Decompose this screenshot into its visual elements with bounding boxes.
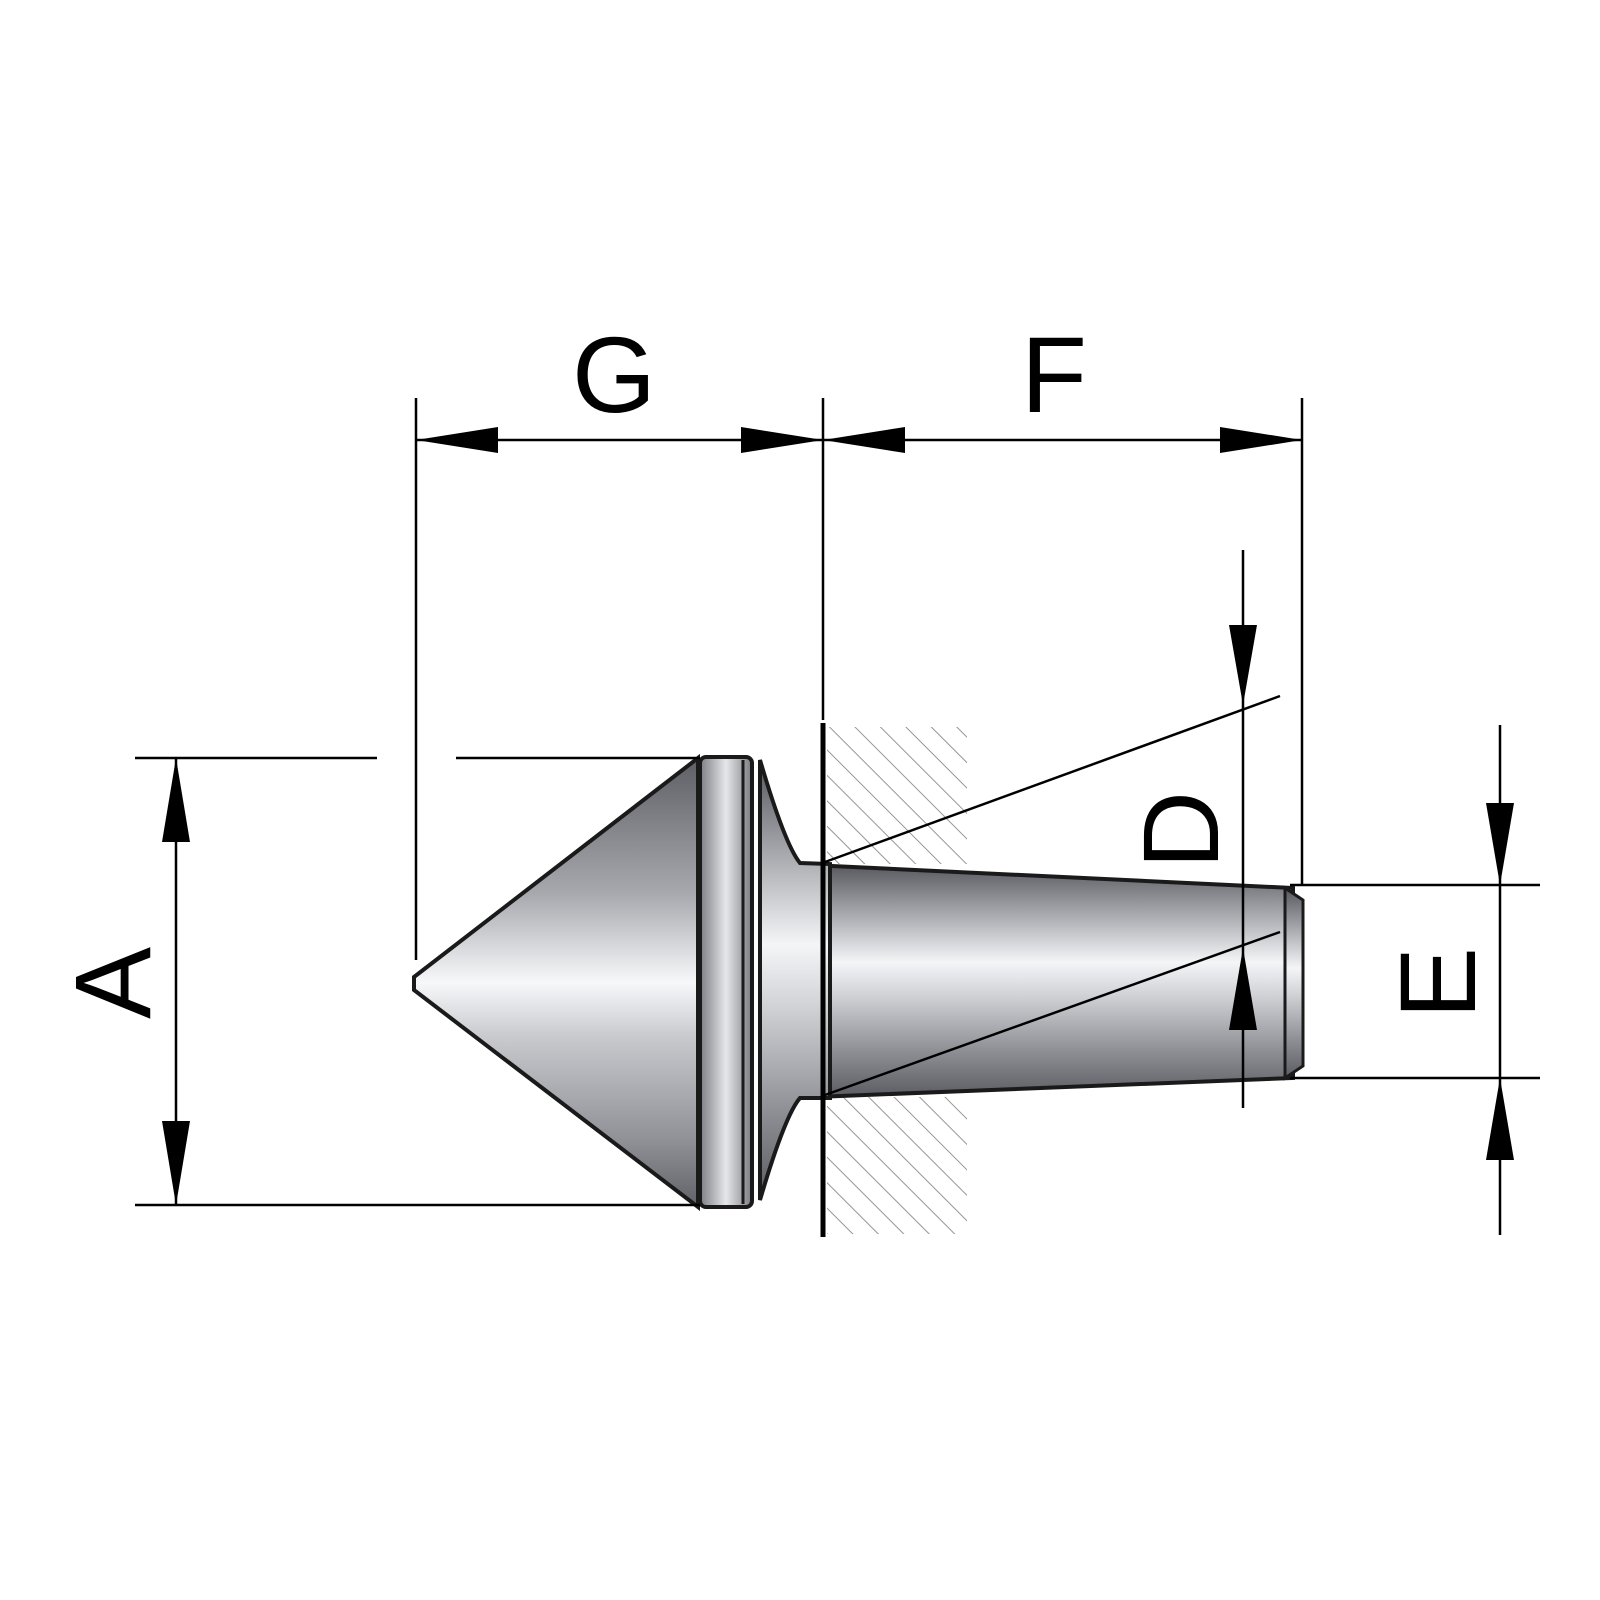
taper-shank — [788, 861, 1305, 1101]
dimension-a — [135, 756, 700, 1207]
cone-point — [412, 753, 700, 1212]
wall-hatch — [827, 727, 967, 1234]
dimension-g-f — [414, 398, 1304, 960]
dimension-d — [824, 550, 1281, 1108]
label-f: F — [1021, 314, 1087, 435]
label-d: D — [1120, 791, 1241, 869]
label-a: A — [52, 947, 173, 1019]
neck — [758, 759, 832, 1201]
label-g: G — [572, 314, 656, 435]
dimension-e — [1290, 725, 1540, 1235]
label-e: E — [1377, 947, 1498, 1019]
collar — [698, 755, 754, 1209]
